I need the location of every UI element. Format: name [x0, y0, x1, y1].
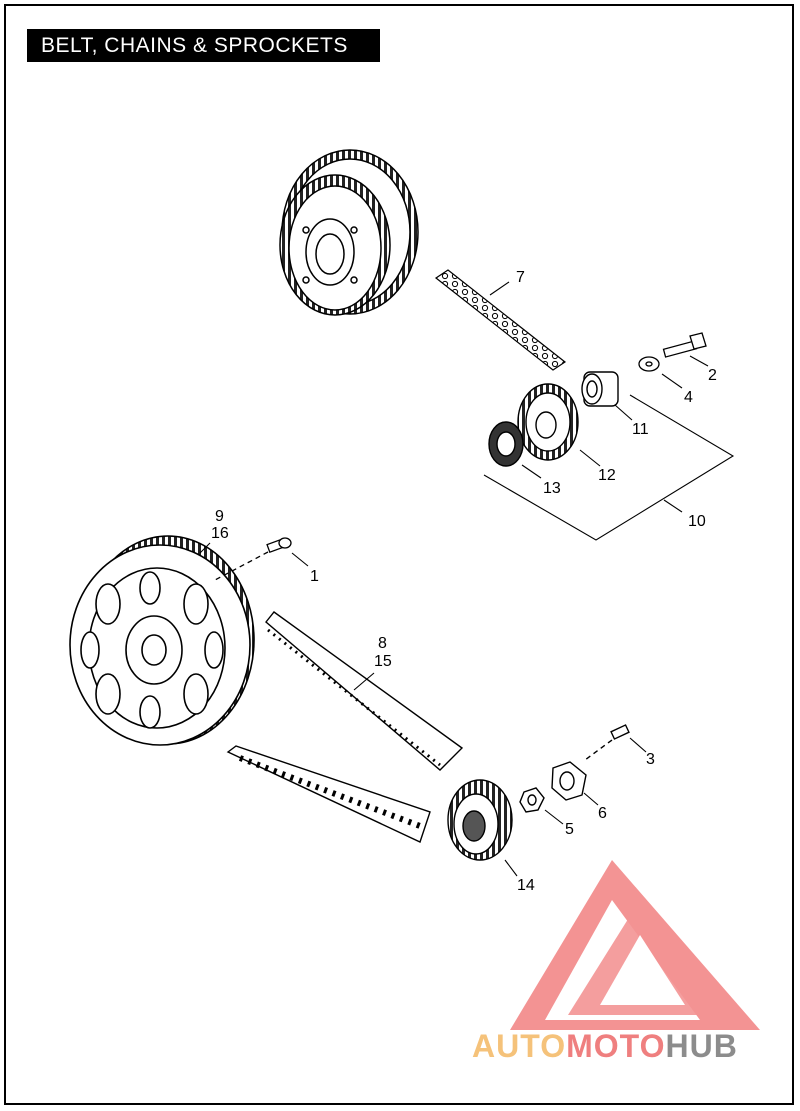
- callout-3: 3: [646, 751, 655, 768]
- callout-1: 1: [310, 568, 319, 585]
- compensating-sprocket-assembly: [488, 371, 619, 467]
- page-frame: [4, 4, 794, 1105]
- drive-belt: [226, 611, 464, 843]
- watermark-logo: [510, 860, 760, 1030]
- clutch-shell-assembly: [279, 149, 419, 316]
- callout-8: 8: [378, 635, 387, 652]
- callout-11: 11: [632, 421, 649, 438]
- callout-14: 14: [517, 877, 535, 894]
- callout-6: 6: [598, 805, 607, 822]
- callout-16: 16: [211, 525, 229, 542]
- watermark-text: AUTOMOTOHUB: [472, 1028, 738, 1064]
- transmission-sprocket-assembly: [447, 724, 630, 861]
- callout-2: 2: [708, 367, 717, 384]
- callout-labels: 7 2 4 11 12 13 10 9 16 1 8 15 3 6 5 14: [211, 269, 717, 894]
- callout-12: 12: [598, 467, 616, 484]
- rear-belt-pulley: [69, 535, 255, 746]
- leader-lines: [199, 281, 735, 877]
- primary-chain: [434, 269, 567, 371]
- callout-15: 15: [374, 653, 392, 670]
- page-title: BELT, CHAINS & SPROCKETS: [27, 29, 380, 62]
- callout-4: 4: [684, 389, 693, 406]
- callout-13: 13: [543, 480, 561, 497]
- callout-9: 9: [215, 508, 224, 525]
- callout-10: 10: [688, 513, 706, 530]
- callout-7: 7: [516, 269, 525, 286]
- callout-5: 5: [565, 821, 574, 838]
- bolt-and-washer: [638, 332, 707, 372]
- pulley-bolt: [214, 537, 292, 581]
